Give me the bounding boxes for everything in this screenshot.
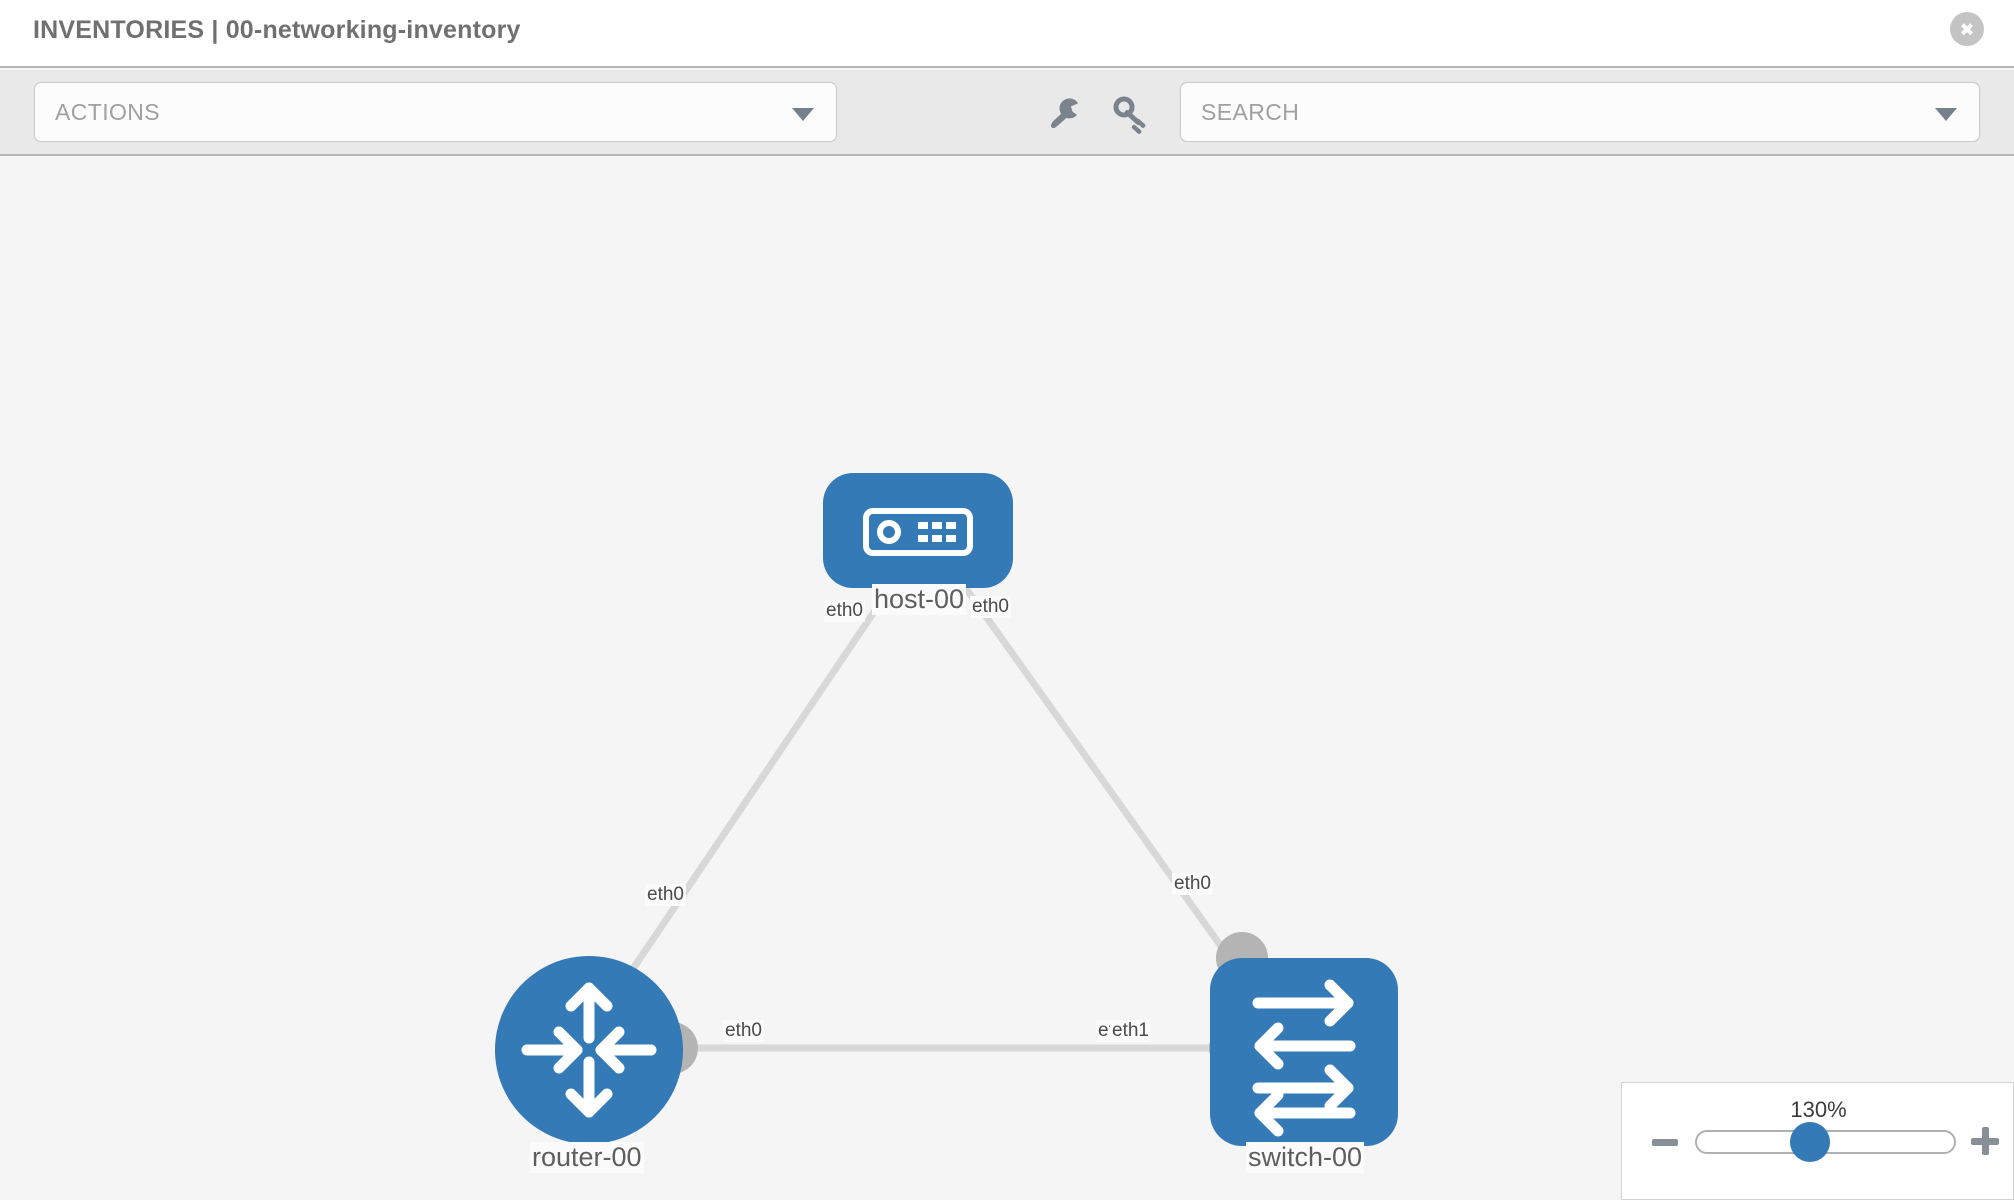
page-header: INVENTORIES | 00-networking-inventory	[0, 0, 2014, 68]
wrench-icon[interactable]	[1043, 92, 1085, 134]
zoom-control-panel: 130%	[1621, 1082, 2014, 1200]
actions-dropdown[interactable]: ACTIONS	[34, 82, 837, 142]
key-icon[interactable]	[1110, 92, 1152, 134]
link-host-router	[617, 564, 908, 990]
iface-label-router-eth0: eth0	[723, 1020, 764, 1042]
toolbar: ACTIONS SEARCH	[0, 70, 2014, 156]
node-router-00[interactable]	[495, 956, 683, 1144]
zoom-out-button[interactable]	[1652, 1139, 1678, 1146]
zoom-level-value: 130%	[1790, 1097, 1847, 1122]
zoom-slider-handle[interactable]	[1790, 1122, 1830, 1162]
node-label-switch-00: switch-00	[1246, 1142, 1365, 1173]
page-title: INVENTORIES | 00-networking-inventory	[33, 16, 521, 44]
iface-label-router-eth0-uplink: eth0	[645, 884, 686, 906]
chevron-down-icon	[792, 108, 814, 121]
search-input[interactable]: SEARCH	[1180, 82, 1980, 142]
node-switch-00[interactable]	[1210, 958, 1398, 1146]
node-host-00[interactable]	[823, 473, 1013, 588]
iface-label-host-eth0-left: eth0	[824, 600, 865, 622]
iface-label-host-eth0-right: eth0	[970, 596, 1011, 618]
chevron-down-icon[interactable]	[1935, 108, 1957, 121]
topology-graph	[495, 473, 1398, 1146]
node-label-host-00: host-00	[872, 584, 967, 615]
zoom-in-button[interactable]	[1971, 1127, 1999, 1155]
search-placeholder: SEARCH	[1201, 99, 1300, 125]
close-icon[interactable]	[1950, 12, 1984, 46]
topology-canvas[interactable]: eth0 eth0 eth0 eth0 eth0 eth0 eth1 host-…	[0, 158, 2014, 1200]
iface-label-switch-eth0-uplink: eth0	[1172, 873, 1213, 895]
actions-dropdown-label: ACTIONS	[55, 99, 161, 125]
iface-label-switch-eth1: eth1	[1110, 1020, 1151, 1042]
node-label-router-00: router-00	[530, 1142, 644, 1173]
link-host-switch	[947, 563, 1243, 976]
